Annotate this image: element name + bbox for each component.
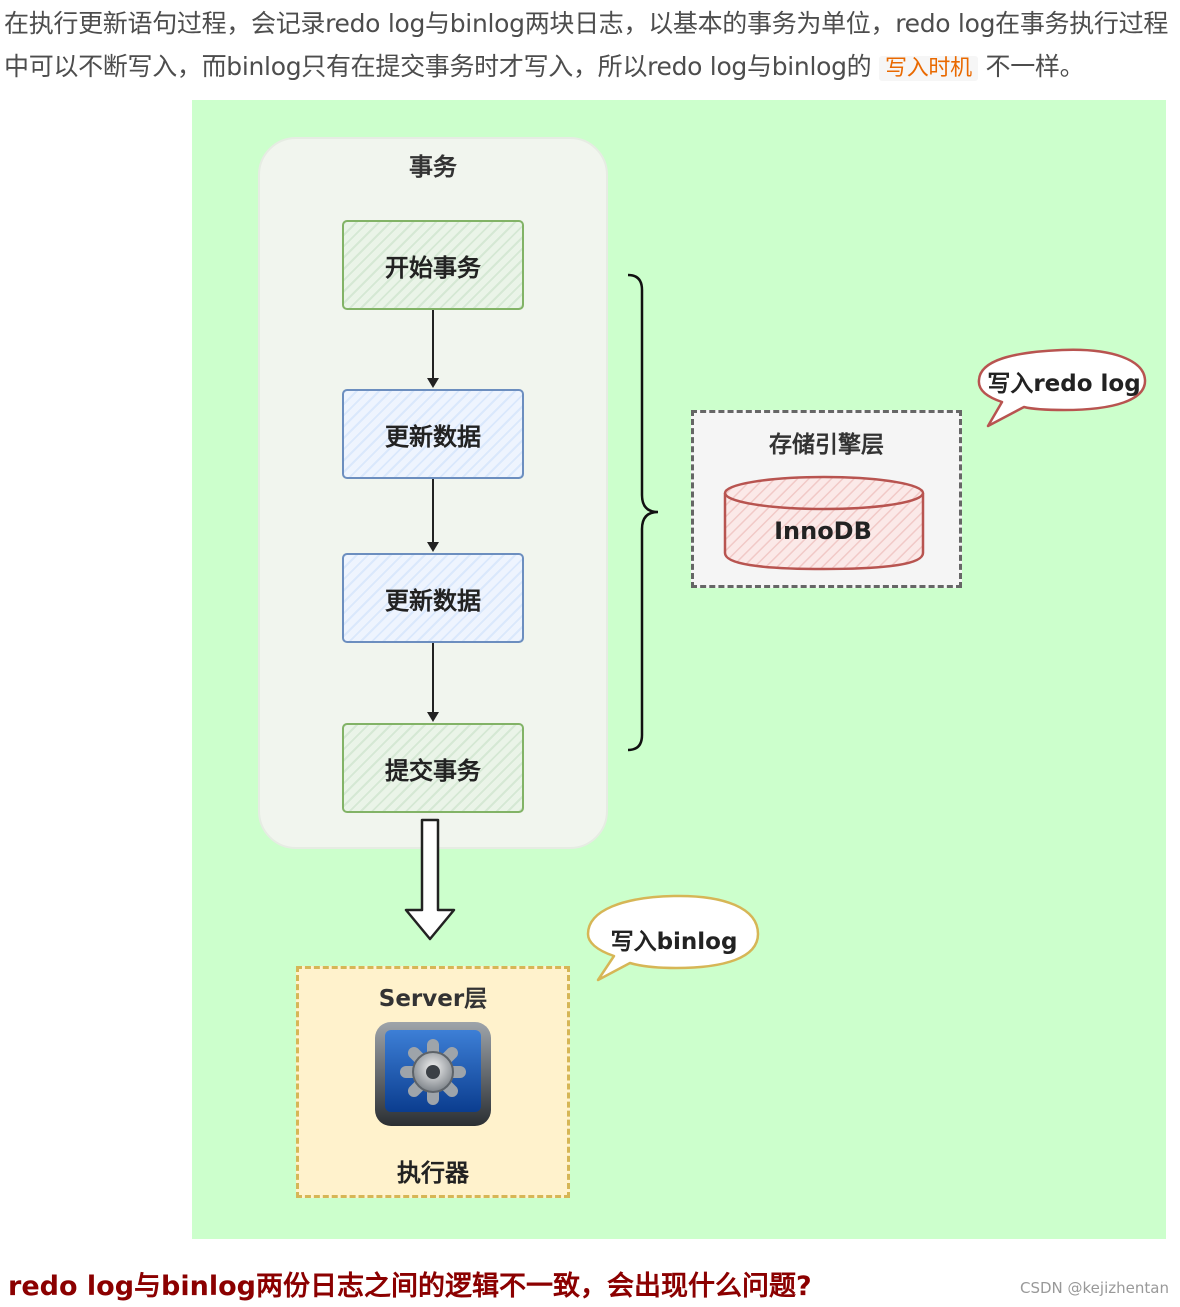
step-begin-transaction: 开始事务 — [342, 220, 524, 310]
server-layer: Server层 — [296, 966, 570, 1198]
intro-line-2-start: 中可以不断写入，而binlog只有在提交事务时才写入，所以redo log与bi… — [4, 52, 872, 81]
inline-code-write-timing: 写入时机 — [879, 56, 978, 81]
flow-arrow-1-line — [432, 310, 434, 378]
flow-arrow-3-line — [432, 643, 434, 712]
callout-bubble-binlog — [586, 894, 760, 982]
server-layer-title: Server层 — [378, 986, 488, 1012]
log-write-diagram: 事务 开始事务 更新数据 更新数据 提交事务 存储引擎层 InnoDB 写入 — [192, 100, 1166, 1239]
step-update-data-1: 更新数据 — [342, 389, 524, 479]
flow-arrow-3-head — [427, 712, 439, 722]
callout-bubble-redo — [977, 348, 1147, 428]
executor-label: 执行器 — [397, 1159, 469, 1187]
callout-redo-label: 写入redo log — [987, 371, 1141, 397]
step-commit-transaction: 提交事务 — [342, 723, 524, 813]
callout-binlog-label: 写入binlog — [610, 929, 738, 955]
watermark: CSDN @kejizhentan — [1020, 1279, 1169, 1297]
flow-arrow-2-head — [427, 542, 439, 552]
storage-engine-layer: 存储引擎层 InnoDB — [691, 410, 962, 588]
flow-arrow-2-line — [432, 479, 434, 542]
flow-arrow-1-head — [427, 378, 439, 388]
intro-line-2-end: 不一样。 — [985, 52, 1085, 81]
transaction-group-title: 事务 — [409, 153, 457, 181]
innodb-label: InnoDB — [774, 517, 872, 545]
intro-paragraph: 在执行更新语句过程，会记录redo log与binlog两块日志，以基本的事务为… — [4, 2, 1178, 90]
intro-line-2: 中可以不断写入，而binlog只有在提交事务时才写入，所以redo log与bi… — [4, 45, 1178, 90]
curly-brace — [627, 273, 659, 752]
database-cylinder-icon — [723, 475, 925, 571]
gear-icon — [375, 1022, 491, 1126]
intro-line-1: 在执行更新语句过程，会记录redo log与binlog两块日志，以基本的事务为… — [4, 9, 1169, 38]
storage-engine-layer-title: 存储引擎层 — [769, 432, 884, 458]
step-update-data-2: 更新数据 — [342, 553, 524, 643]
hollow-down-arrow — [404, 818, 456, 941]
question-heading: redo log与binlog两份日志之间的逻辑不一致，会出现什么问题? — [8, 1271, 812, 1302]
